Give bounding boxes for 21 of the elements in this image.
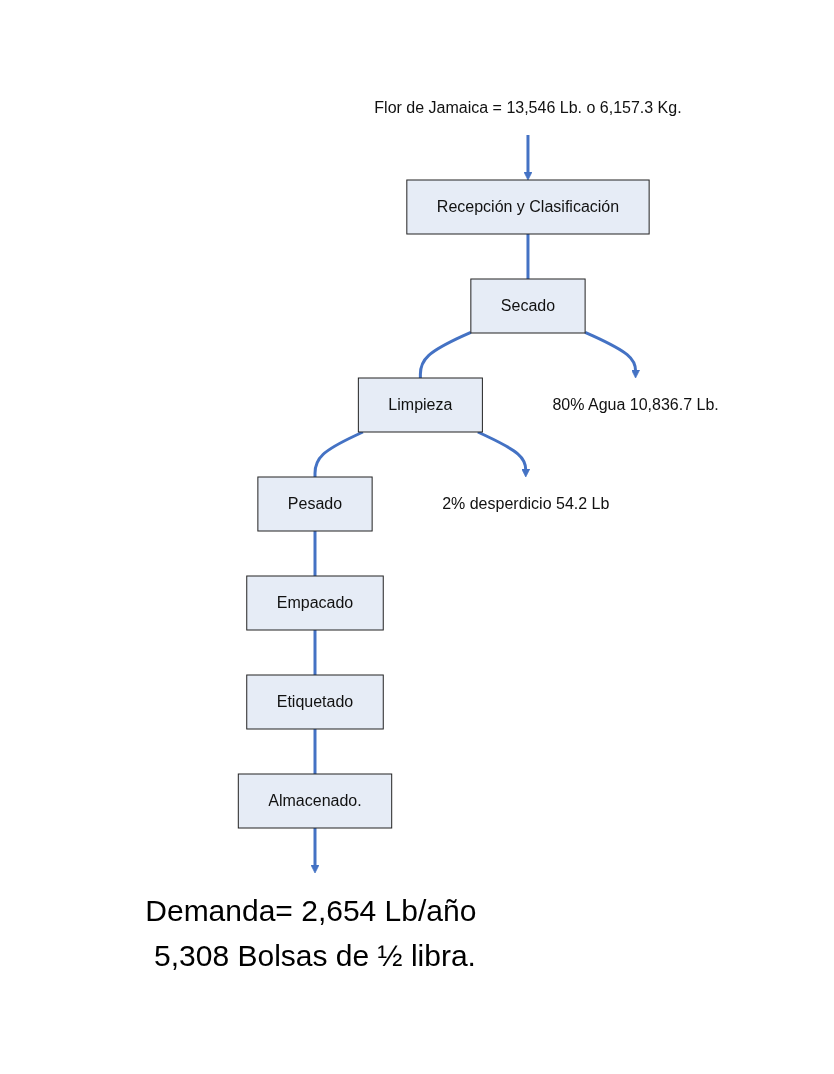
node-box: Secado — [470, 278, 586, 334]
connector — [419, 330, 472, 378]
connector — [526, 234, 530, 279]
arrow — [477, 430, 531, 478]
node-box: Recepción y Clasificación — [406, 179, 650, 235]
arrow — [523, 135, 533, 181]
node-text: Demanda= 2,654 Lb/año 5,308 Bolsas de ½ libra. — [145, 894, 477, 972]
connector — [313, 531, 317, 576]
node-text: Flor de Jamaica = 13,546 Lb. o 6,157.3 Kg. — [374, 99, 682, 116]
connector — [313, 630, 317, 675]
node-box: Pesado — [257, 476, 373, 532]
connector — [313, 729, 317, 774]
connector — [313, 430, 364, 477]
node-box: Etiquetado — [246, 674, 384, 730]
arrow — [584, 330, 641, 379]
node-box: Almacenado. — [237, 773, 393, 829]
node-text: 2% desperdicio 54.2 Lb — [442, 495, 610, 512]
node-box: Empacado — [246, 575, 384, 631]
arrow — [310, 828, 320, 874]
node-text: 80% Agua 10,836.7 Lb. — [552, 396, 719, 413]
node-box: Limpieza — [357, 377, 483, 433]
